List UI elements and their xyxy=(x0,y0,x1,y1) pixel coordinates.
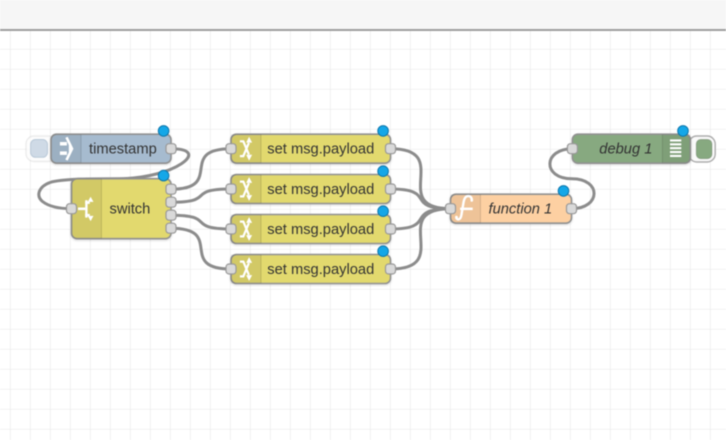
svg-text:switch: switch xyxy=(110,202,151,218)
svg-text:set msg.payload: set msg.payload xyxy=(267,142,374,158)
svg-text:timestamp: timestamp xyxy=(89,142,157,158)
svg-text:set msg.payload: set msg.payload xyxy=(267,262,374,278)
svg-text:function 1: function 1 xyxy=(489,202,553,218)
svg-text:debug 1: debug 1 xyxy=(599,142,652,158)
svg-text:set msg.payload: set msg.payload xyxy=(267,182,374,198)
svg-text:set msg.payload: set msg.payload xyxy=(267,222,374,238)
